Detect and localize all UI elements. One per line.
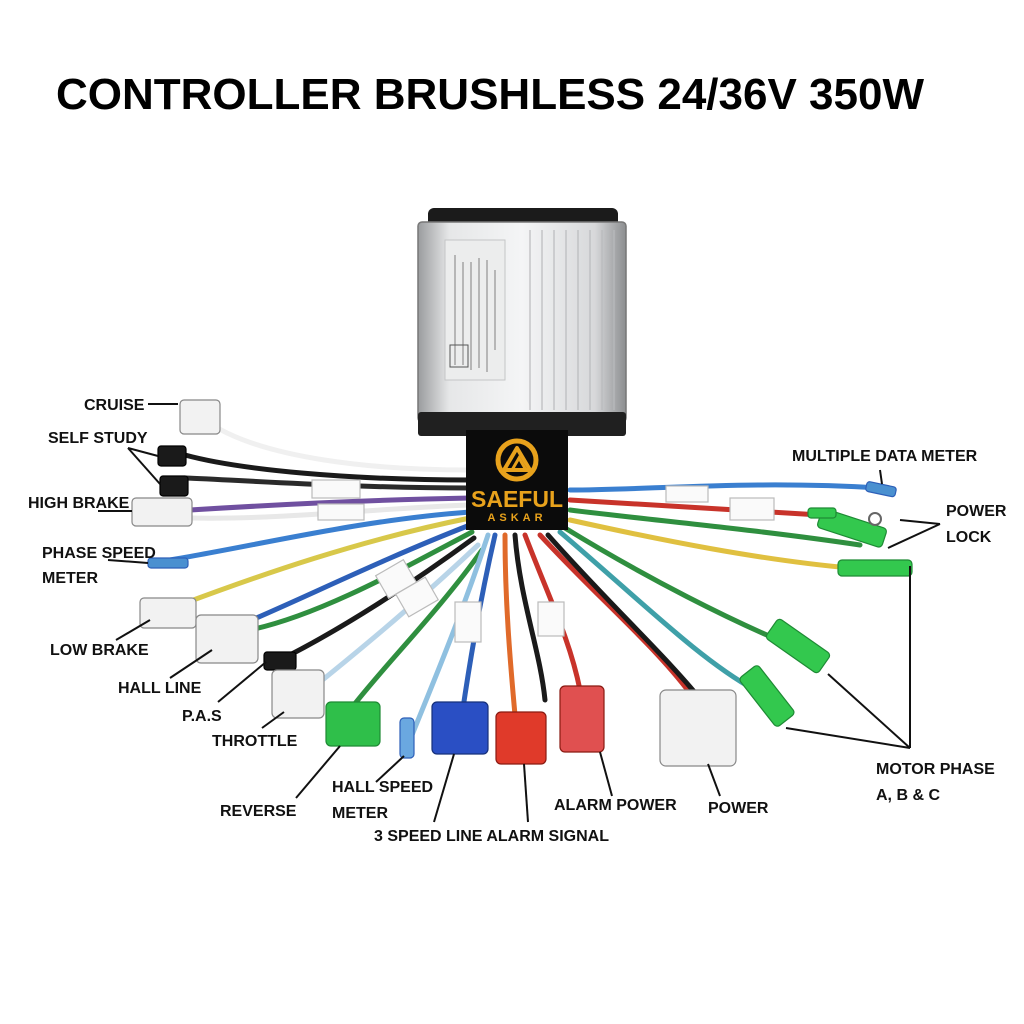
label-phase-speed-meter-line2: METER <box>42 570 98 587</box>
label-power-lock-line2: LOCK <box>946 529 992 546</box>
label-low-brake: LOW BRAKE <box>50 642 149 659</box>
label-hall-speed-meter-line2: METER <box>332 805 388 822</box>
label-self-study: SELF STUDY <box>48 430 148 447</box>
power-lock-ring <box>868 512 882 526</box>
label-phase-speed-meter-line1: PHASE SPEED <box>42 545 156 562</box>
high-brake-connector <box>131 497 193 527</box>
brand-name: SAEFUL <box>471 486 563 512</box>
low-brake-connector <box>139 597 197 629</box>
label-power: POWER <box>708 800 769 817</box>
motor-phase-a-connector <box>837 559 913 577</box>
label-motor-phase-line2: A, B & C <box>876 787 940 804</box>
motor-phase-b-connector <box>739 665 795 727</box>
label-three-speed-alarm-signal: 3 SPEED LINE ALARM SIGNAL <box>374 828 609 845</box>
label-cruise: CRUISE <box>84 397 145 414</box>
brand-emblem-icon <box>495 438 539 482</box>
pas-connector <box>263 651 297 671</box>
wire-harness-left <box>167 417 498 743</box>
label-pas: P.A.S <box>182 708 222 725</box>
cruise-connector <box>179 399 221 435</box>
controller-box <box>417 208 627 436</box>
leader-lines <box>98 403 941 823</box>
three-speed-connector <box>431 701 489 755</box>
multiple-data-meter-connector <box>865 481 897 498</box>
motor-phase-c-connector <box>765 618 831 674</box>
label-power-lock-line1: POWER <box>946 503 1007 520</box>
label-hall-line: HALL LINE <box>118 680 202 697</box>
reverse-connector <box>325 701 381 747</box>
alarm-power-connector <box>559 685 605 753</box>
hall-speed-meter-connector <box>399 717 415 759</box>
self-study-connector-2 <box>159 475 189 497</box>
power-connector <box>659 689 737 767</box>
wire-harness-right <box>502 482 883 718</box>
throttle-connector <box>271 669 325 719</box>
label-motor-phase-line1: MOTOR PHASE <box>876 761 995 778</box>
brand-logo: SAEFUL ASKAR <box>466 430 568 530</box>
page-title: CONTROLLER BRUSHLESS 24/36V 350W <box>56 70 924 119</box>
brand-subname: ASKAR <box>487 512 547 524</box>
power-lock-connector-2 <box>807 507 837 519</box>
label-alarm-power: ALARM POWER <box>554 797 677 814</box>
self-study-connector-1 <box>157 445 187 467</box>
label-multiple-data-meter: MULTIPLE DATA METER <box>792 448 978 465</box>
label-throttle: THROTTLE <box>212 733 298 750</box>
label-hall-speed-meter-line1: HALL SPEED <box>332 779 433 796</box>
alarm-signal-connector <box>495 711 547 765</box>
label-reverse: REVERSE <box>220 803 297 820</box>
hall-line-connector <box>195 614 259 664</box>
label-high-brake: HIGH BRAKE <box>28 495 130 512</box>
